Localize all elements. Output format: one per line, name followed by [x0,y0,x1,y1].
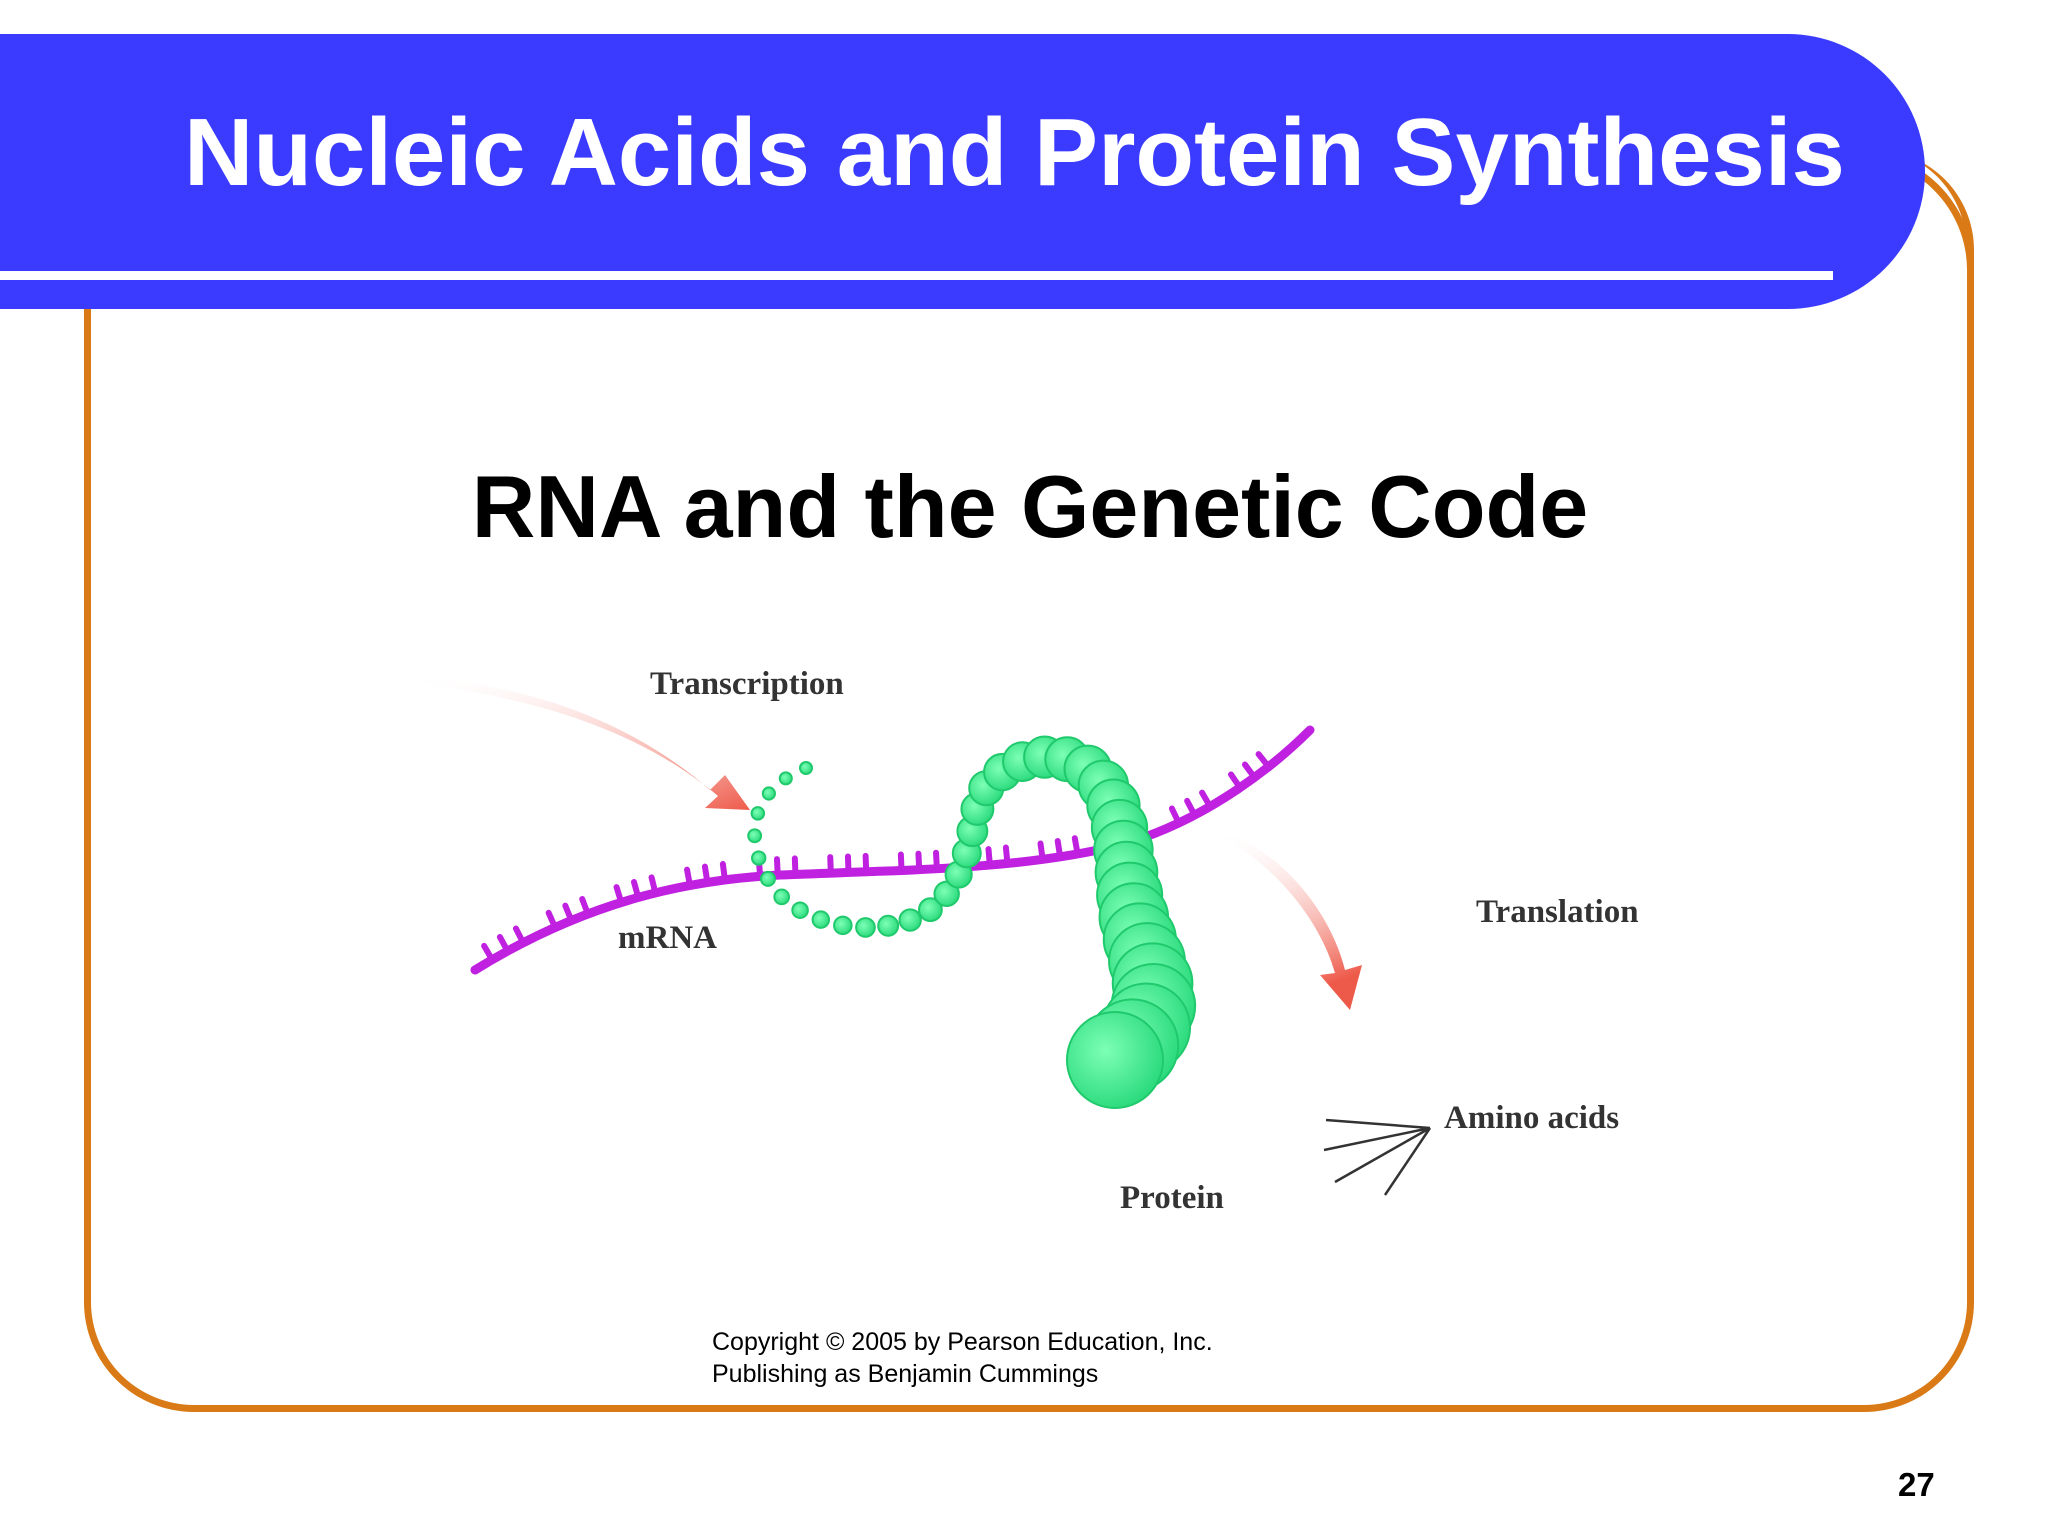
page-number: 27 [1898,1466,1935,1503]
label-transcription: Transcription [650,666,844,702]
mrna-base-tick [1054,838,1064,860]
mrna-base-tick [684,866,693,889]
slide-frame [84,150,1974,1412]
amino-acid-bead [778,771,793,786]
amino-acid-bead [759,870,776,887]
slide-title: Nucleic Acids and Protein Synthesis [184,100,1845,206]
copyright-line-1: Copyright © 2005 by Pearson Education, I… [712,1328,1213,1356]
copyright-notice: Copyright © 2005 by Pearson Education, I… [712,1326,1213,1390]
label-amino-acids: Amino acids [1444,1100,1620,1136]
mrna-base-tick [791,855,799,878]
protein-chain [747,735,1197,1109]
mrna-base-tick [545,909,559,931]
amino-acid-bead [750,806,766,821]
mrna-base-tick [844,853,852,876]
mrna-base-tick [512,925,527,946]
mrna-base-tick [985,846,993,869]
amino-acid-pointers [1323,1118,1432,1196]
amino-acid-bead [898,908,922,932]
mrna-base-tick [1071,835,1081,857]
label-protein: Protein [1120,1180,1224,1216]
amino-acid-bead [751,850,767,866]
amino-acid-bead [877,914,900,937]
mrna-base-tick [933,849,940,872]
mrna-base-tick [827,854,834,877]
rna-diagram: Transcription mRNA Translation Amino aci… [380,640,1720,1280]
mrna-base-tick [1255,751,1272,770]
mrna-base-tick [1199,789,1214,810]
mrna-base-tick [1037,840,1046,863]
amino-acid-bead [833,915,853,936]
amino-acid-bead [747,828,763,844]
mrna-base-tick [562,902,575,924]
mrna-bases [481,751,1272,963]
translation-arrow [1220,830,1362,1010]
amino-acid-bead [1066,1011,1164,1109]
mrna-base-tick [897,851,905,874]
mrna-base-tick [579,896,591,917]
amino-acid-bead [811,910,831,929]
mrna-base-tick [1227,771,1244,791]
mrna-base-tick [1002,844,1011,867]
title-underline [0,271,1833,280]
amino-acid-bead [917,897,943,923]
copyright-line-2: Publishing as Benjamin Cummings [712,1360,1099,1388]
title-banner [0,34,1925,309]
mrna-base-tick [1184,797,1198,819]
mrna-base-tick [719,861,728,883]
mrna-base-tick [481,942,496,963]
mrna-base-tick [773,856,781,879]
slide-subtitle: RNA and the Genetic Code [471,457,1589,556]
mrna-base-tick [915,850,923,873]
mrna-base-tick [1168,805,1182,826]
mrna-base-tick [1241,761,1258,781]
amino-acid-bead [855,917,876,938]
mrna-base-tick [862,852,870,875]
amino-acid-bead [761,786,776,801]
mrna-base-tick [630,879,642,901]
amino-acid-bead [799,761,813,775]
mrna-base-tick [701,863,711,886]
label-mrna: mRNA [618,920,717,956]
mrna-base-tick [613,884,625,906]
amino-acid-bead [773,888,791,906]
mrna-base-tick [496,933,511,955]
rna-diagram-graphic [400,678,1432,1196]
label-translation: Translation [1476,894,1639,930]
mrna-base-tick [648,874,659,896]
amino-acid-bead [791,901,809,920]
